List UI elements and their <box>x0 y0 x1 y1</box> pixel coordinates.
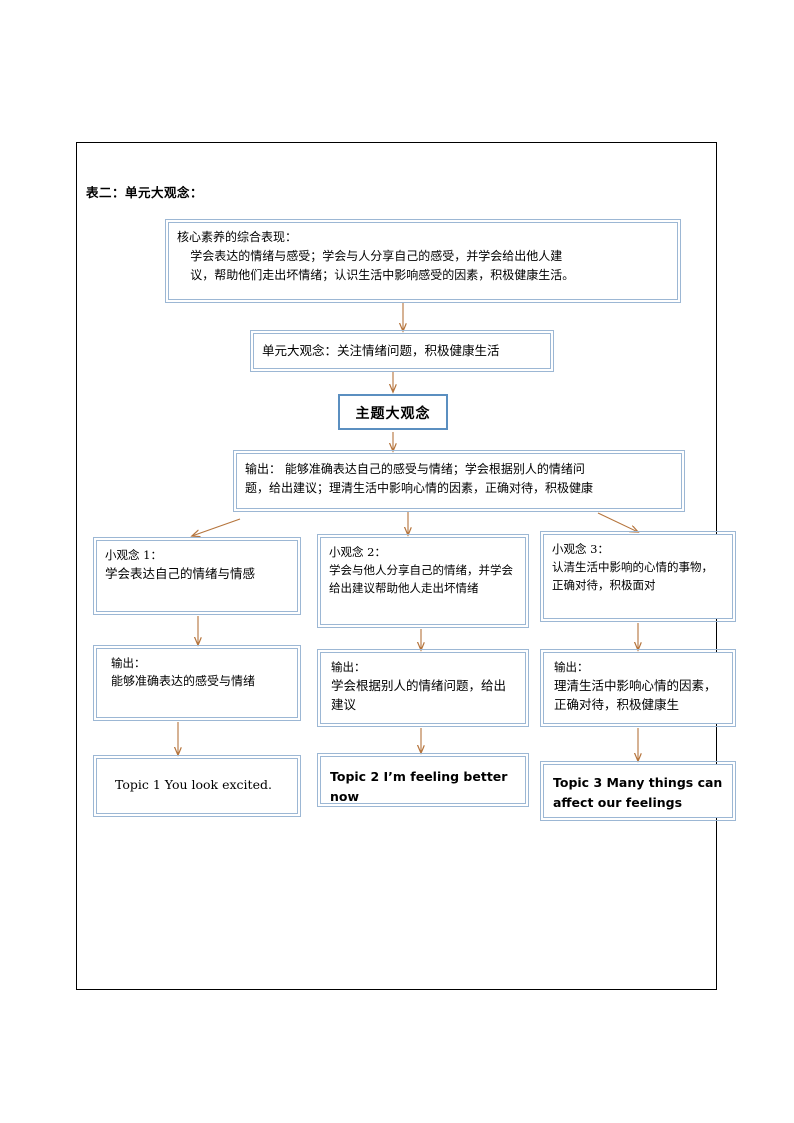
unit-big-idea-text: 单元大观念：关注情绪问题，积极健康生活 <box>262 343 500 358</box>
main-output-box: 输出： 能够准确表达自己的感受与情绪；学会根据别人的情绪问 题，给出建议；理清生… <box>233 450 685 512</box>
topic-2-text: Topic 2 I’m feeling better now <box>330 769 508 804</box>
output-3-box: 输出： 理清生活中影响心情的因素，正确对待，积极健康生 <box>540 649 736 727</box>
output-1-heading: 输出： <box>111 656 146 670</box>
output-2-body: 学会根据别人的情绪问题，给出建议 <box>331 678 507 712</box>
main-output-line2: 题，给出建议；理清生活中影响心情的因素，正确对待，积极健康 <box>245 481 594 495</box>
core-competency-line2: 议，帮助他们走出坏情绪；认识生活中影响感受的因素，积极健康生活。 <box>190 268 575 282</box>
small-idea-1-body: 学会表达自己的情绪与情感 <box>105 566 256 581</box>
output-3-heading: 输出： <box>554 660 589 674</box>
unit-big-idea-box: 单元大观念：关注情绪问题，积极健康生活 <box>250 330 554 372</box>
topic-3-box: Topic 3 Many things can affect our feeli… <box>540 761 736 821</box>
core-competency-box: 核心素养的综合表现： 学会表达的情绪与感受；学会与人分享自己的感受，并学会给出他… <box>165 219 681 303</box>
output-2-box: 输出： 学会根据别人的情绪问题，给出建议 <box>317 649 529 727</box>
topic-2-box: Topic 2 I’m feeling better now <box>317 753 529 807</box>
small-idea-3-box: 小观念 3： 认清生活中影响的心情的事物，正确对待，积极面对 <box>540 531 736 622</box>
core-competency-heading: 核心素养的综合表现： <box>177 230 298 244</box>
page-title: 表二：单元大观念： <box>86 185 204 200</box>
small-idea-3-body: 认清生活中影响的心情的事物，正确对待，积极面对 <box>552 560 713 592</box>
output-1-box: 输出： 能够准确表达的感受与情绪 <box>93 645 301 721</box>
small-idea-1-box: 小观念 1： 学会表达自己的情绪与情感 <box>93 537 301 615</box>
topic-1-box: Topic 1 You look excited. <box>93 755 301 817</box>
core-competency-line1: 学会表达的情绪与感受；学会与人分享自己的感受，并学会给出他人建 <box>190 249 563 263</box>
small-idea-2-body: 学会与他人分享自己的情绪，并学会给出建议帮助他人走出坏情绪 <box>329 563 513 595</box>
small-idea-2-box: 小观念 2： 学会与他人分享自己的情绪，并学会给出建议帮助他人走出坏情绪 <box>317 534 529 628</box>
small-idea-3-heading: 小观念 3： <box>552 542 609 556</box>
small-idea-2-heading: 小观念 2： <box>329 545 386 559</box>
topic-1-text: Topic 1 You look excited. <box>115 777 272 792</box>
topic-3-text: Topic 3 Many things can affect our feeli… <box>553 775 723 810</box>
output-3-body: 理清生活中影响心情的因素，正确对待，积极健康生 <box>554 678 717 712</box>
output-1-body: 能够准确表达的感受与情绪 <box>111 674 256 688</box>
main-output-line1: 输出： 能够准确表达自己的感受与情绪；学会根据别人的情绪问 <box>245 462 585 476</box>
theme-big-idea-box: 主题大观念 <box>338 394 448 430</box>
output-2-heading: 输出： <box>331 660 366 674</box>
theme-big-idea-text: 主题大观念 <box>355 406 431 422</box>
small-idea-1-heading: 小观念 1： <box>105 548 162 562</box>
